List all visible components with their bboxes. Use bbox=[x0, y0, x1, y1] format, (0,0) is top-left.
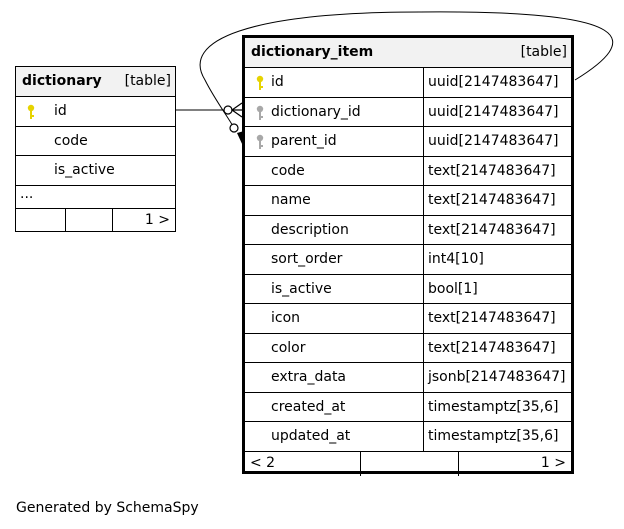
child-count[interactable]: 1 > bbox=[540, 454, 566, 471]
column-type: text[2147483647] bbox=[423, 156, 571, 185]
table-type: [table] bbox=[520, 44, 567, 60]
table-row[interactable]: name text[2147483647] bbox=[245, 186, 571, 216]
column-type: jsonb[2147483647] bbox=[423, 363, 571, 392]
table-row[interactable]: description text[2147483647] bbox=[245, 215, 571, 245]
generated-by-label: Generated by SchemaSpy bbox=[16, 500, 199, 516]
column-name: code bbox=[54, 132, 88, 149]
foreign-key-icon bbox=[255, 134, 265, 150]
table-row[interactable]: dictionary_id uuid[2147483647] bbox=[245, 97, 571, 127]
table-row[interactable]: icon text[2147483647] bbox=[245, 304, 571, 334]
relationship-optional-marker bbox=[229, 123, 239, 133]
column-type: uuid[2147483647] bbox=[423, 97, 571, 126]
child-count[interactable]: 1 > bbox=[144, 211, 170, 228]
more-columns-ellipsis: ... bbox=[16, 186, 175, 209]
table-row[interactable]: created_at timestamptz[35,6] bbox=[245, 392, 571, 422]
table-row[interactable]: color text[2147483647] bbox=[245, 333, 571, 363]
table-header: dictionary [table] bbox=[16, 67, 175, 97]
table-row[interactable]: code bbox=[16, 127, 175, 156]
column-type: timestamptz[35,6] bbox=[423, 392, 571, 421]
column-type: uuid[2147483647] bbox=[423, 68, 571, 97]
column-name: updated_at bbox=[271, 428, 351, 444]
column-name: code bbox=[271, 162, 305, 179]
column-type: text[2147483647] bbox=[423, 186, 571, 215]
column-type: bool[1] bbox=[423, 274, 571, 303]
table-header: dictionary_item [table] bbox=[245, 38, 571, 68]
column-type: text[2147483647] bbox=[423, 333, 571, 362]
relationship-crowfoot-marker bbox=[230, 102, 243, 118]
relationship-optional-marker bbox=[223, 105, 233, 115]
footer-separator bbox=[360, 451, 361, 476]
column-name: created_at bbox=[271, 398, 346, 415]
table-row[interactable]: parent_id uuid[2147483647] bbox=[245, 127, 571, 157]
column-name: name bbox=[271, 192, 311, 208]
table-type: [table] bbox=[124, 73, 171, 89]
footer-separator bbox=[458, 451, 459, 476]
table-dictionary-item[interactable]: dictionary_item [table] id uuid[21474836… bbox=[242, 35, 574, 476]
primary-key-icon bbox=[26, 104, 36, 120]
parent-count[interactable]: < 2 bbox=[250, 454, 276, 471]
relationship-self-reference bbox=[199, 11, 614, 129]
table-row[interactable]: sort_order int4[10] bbox=[245, 245, 571, 275]
column-name: extra_data bbox=[271, 369, 347, 385]
column-name: description bbox=[271, 221, 349, 238]
table-row[interactable]: is_active bool[1] bbox=[245, 274, 571, 304]
column-name: icon bbox=[271, 310, 301, 326]
table-dictionary[interactable]: dictionary [table] id code is_active ...… bbox=[15, 66, 176, 232]
column-name: parent_id bbox=[271, 133, 337, 149]
table-name: dictionary bbox=[22, 73, 102, 89]
column-name: color bbox=[271, 339, 306, 356]
column-name: is_active bbox=[271, 280, 332, 297]
footer-separator bbox=[112, 208, 113, 231]
table-row[interactable]: updated_at timestamptz[35,6] bbox=[245, 422, 571, 452]
column-type: timestamptz[35,6] bbox=[423, 422, 571, 451]
table-name: dictionary_item bbox=[251, 44, 374, 60]
table-row[interactable]: code text[2147483647] bbox=[245, 156, 571, 186]
table-row[interactable]: id uuid[2147483647] bbox=[245, 68, 571, 98]
table-footer: < 2 1 > bbox=[245, 451, 571, 476]
table-row[interactable]: extra_data jsonb[2147483647] bbox=[245, 363, 571, 393]
column-name: is_active bbox=[54, 162, 115, 178]
footer-separator bbox=[65, 208, 66, 231]
column-name: sort_order bbox=[271, 251, 343, 267]
column-type: uuid[2147483647] bbox=[423, 127, 571, 156]
table-row[interactable]: is_active bbox=[16, 156, 175, 186]
table-footer: 1 > bbox=[16, 208, 175, 231]
column-name: id bbox=[271, 74, 284, 90]
column-type: int4[10] bbox=[423, 245, 571, 274]
primary-key-icon bbox=[255, 75, 265, 91]
table-row[interactable]: id bbox=[16, 97, 175, 127]
column-name: id bbox=[54, 103, 67, 119]
foreign-key-icon bbox=[255, 105, 265, 121]
column-type: text[2147483647] bbox=[423, 304, 571, 333]
column-type: text[2147483647] bbox=[423, 215, 571, 244]
column-name: dictionary_id bbox=[271, 103, 361, 120]
